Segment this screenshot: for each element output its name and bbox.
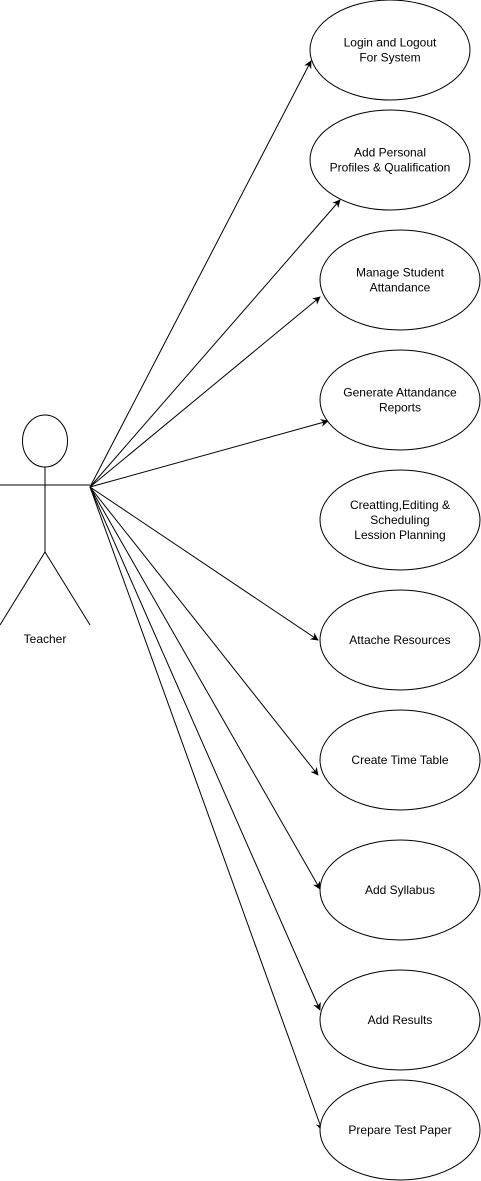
use-case-label: Create Time Table [351, 753, 448, 767]
use-case-label: Add Results [368, 1013, 433, 1027]
association-create-time-table [89, 486, 319, 776]
association-manage-attendance [89, 296, 321, 488]
use-case-add-results: Add Results [319, 969, 481, 1071]
use-case-label: Creatting,Editing & [350, 498, 450, 512]
association-add-personal-profiles [89, 199, 341, 488]
association-add-syllabus [89, 486, 321, 890]
use-case-add-syllabus: Add Syllabus [319, 839, 481, 941]
use-case-prepare-test-paper: Prepare Test Paper [319, 1079, 481, 1181]
associations [89, 60, 341, 1131]
association-attach-resources [89, 486, 319, 641]
use-case-label: Prepare Test Paper [348, 1123, 451, 1137]
use-case-label: Attache Resources [349, 633, 450, 647]
use-case-label: Add Personal [354, 146, 426, 160]
use-case-label: Generate Attandance [343, 386, 457, 400]
actor-label: Teacher [24, 632, 67, 646]
use-case-attach-resources: Attache Resources [319, 589, 481, 691]
association-prepare-test-paper [89, 486, 324, 1131]
use-case-label: For System [359, 51, 420, 65]
association-login-logout [89, 60, 312, 488]
actor-teacher [0, 414, 91, 626]
use-case-label: Manage Student [356, 266, 445, 280]
use-case-label: Reports [379, 401, 421, 415]
use-case-label: Attandance [370, 281, 431, 295]
stick-figure-icon [0, 414, 91, 626]
use-case-label: Login and Logout [344, 36, 437, 50]
use-case-label: Add Syllabus [365, 883, 435, 897]
association-add-results [89, 486, 321, 1011]
association-generate-reports [89, 419, 329, 488]
use-case-label: Scheduling [370, 513, 429, 527]
use-case-label: Lession Planning [354, 528, 445, 542]
use-case-create-time-table: Create Time Table [319, 709, 481, 811]
use-case-label: Profiles & Qualification [330, 161, 451, 175]
